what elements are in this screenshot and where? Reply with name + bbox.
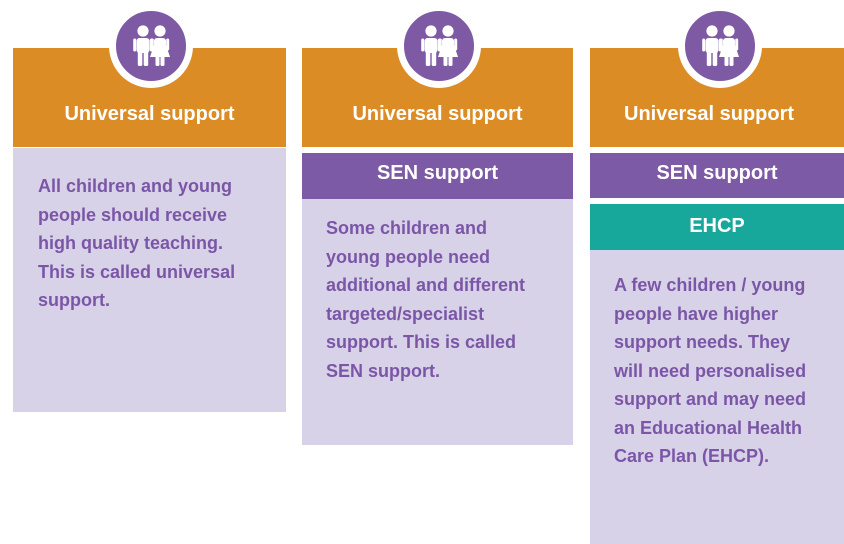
sen-support-band: SEN support [590,153,844,198]
ehcp-band-label: EHCP [689,215,745,237]
sen-band-label: SEN support [376,162,499,184]
body-line: support and may need [614,389,807,409]
body-line: This is called universal [38,261,236,282]
children-icon [109,4,193,88]
body-line: SEN support. [326,360,441,381]
sen-support-band: SEN support [302,153,573,199]
column-body: A few children / young people have highe… [590,250,844,544]
body-line: an Educational Health [614,417,803,438]
header-label: Universal support [352,103,523,125]
body-line: young people need [326,246,491,267]
header-label: Universal support [624,103,795,125]
body-line: high quality teaching. [38,233,224,253]
body-line: Care Plan (EHCP). [614,446,770,466]
children-couple-icon [421,25,458,66]
body-line: support. [38,290,110,310]
sen-band-label: SEN support [656,162,778,184]
body-line: support. This is called [326,332,517,352]
ehcp-band: EHCP [590,204,844,250]
children-icon [397,4,481,88]
body-line: additional and different [326,275,526,295]
children-icon [678,4,762,88]
column-header: Universal support [590,48,844,147]
column-body: All children and young people should rec… [13,148,286,412]
body-line: A few children / young [614,275,806,295]
children-couple-icon [133,25,170,66]
body-line: support needs. They [614,332,791,352]
column-body: Some children and young people need addi… [302,199,573,445]
body-line: people have higher [614,303,779,324]
header-label: Universal support [64,103,235,125]
children-couple-icon [702,25,739,66]
body-line: Some children and [326,218,488,238]
body-line: All children and young [38,176,233,196]
body-line: people should receive [38,204,228,225]
body-line: will need personalised [614,360,807,381]
body-line: targeted/specialist [326,303,485,324]
